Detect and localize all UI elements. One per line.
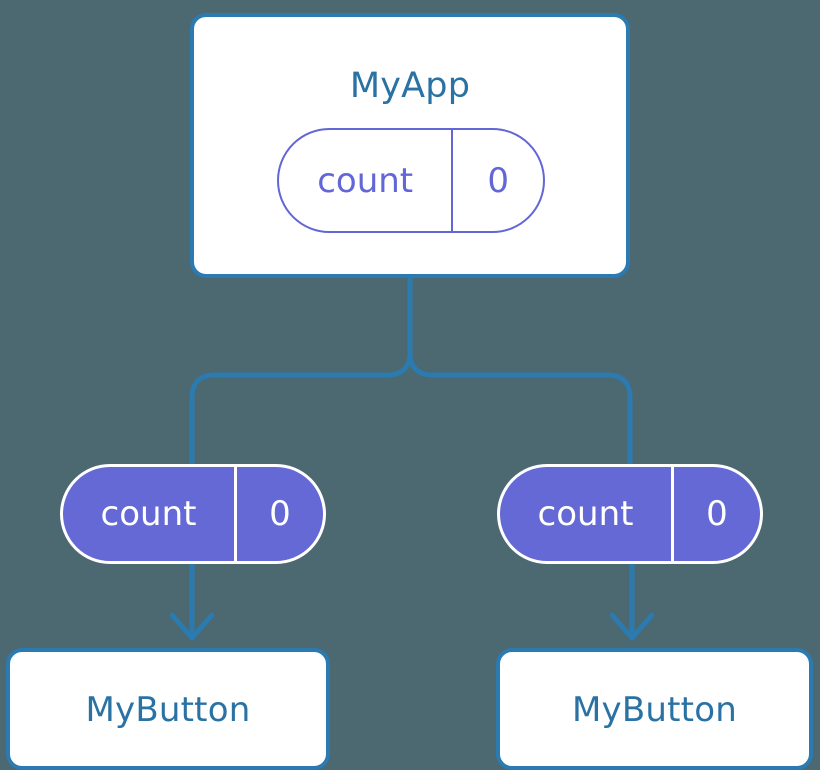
component-label-myapp: MyApp [349,66,471,106]
state-key-label: count [100,494,197,534]
state-key-label: count [317,160,414,201]
state-value-label: 0 [671,467,760,561]
branch-right-line [407,351,633,466]
state-pill-myapp[interactable]: count 0 [277,128,545,233]
branch-left-line [189,351,413,466]
state-value-label: 0 [451,130,543,231]
component-label-mybutton: MyButton [85,690,251,730]
state-pill-child-right[interactable]: count 0 [497,464,763,564]
state-value-label: 0 [234,467,323,561]
component-node-mybutton-right[interactable]: MyButton [496,648,813,770]
arrow-left-head [169,612,215,641]
arrow-right-head [609,612,655,641]
state-key-label: count [537,494,634,534]
component-node-mybutton-left[interactable]: MyButton [6,648,330,770]
component-label-mybutton: MyButton [572,690,737,730]
state-pill-child-left[interactable]: count 0 [60,464,326,564]
